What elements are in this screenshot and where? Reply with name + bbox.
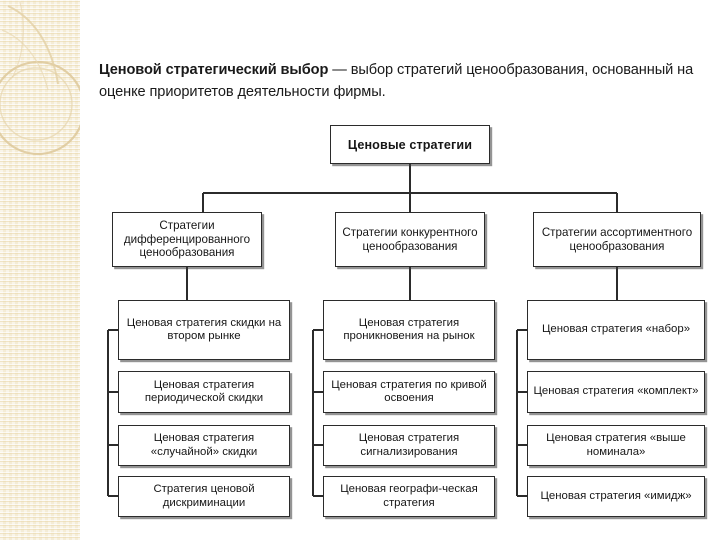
node-leaf-random-discount-label: Ценовая стратегия «случайной» скидки <box>150 432 258 458</box>
intro-lead-term: Ценовой стратегический выбор <box>99 61 329 78</box>
node-root-label: Ценовые стратегии <box>347 137 473 152</box>
node-leaf-signaling[interactable]: Ценовая стратегия сигнализирования <box>323 425 495 466</box>
node-branch-differentiated-label: Стратегии дифференцированного ценообразо… <box>123 219 251 260</box>
node-leaf-learning-curve-label: Ценовая стратегия по кривой освоения <box>331 378 487 404</box>
swirl-ornament-icon <box>0 1 80 156</box>
node-leaf-second-market-discount-label: Ценовая стратегия скидки на втором рынке <box>126 316 282 342</box>
node-leaf-random-discount[interactable]: Ценовая стратегия «случайной» скидки <box>118 425 290 466</box>
node-leaf-above-par[interactable]: Ценовая стратегия «выше номинала» <box>527 425 705 466</box>
node-leaf-set[interactable]: Ценовая стратегия «набор» <box>527 300 705 360</box>
node-leaf-periodic-discount-label: Ценовая стратегия периодической скидки <box>144 378 264 404</box>
node-leaf-learning-curve[interactable]: Ценовая стратегия по кривой освоения <box>323 371 495 413</box>
node-branch-competitive-label: Стратегии конкурентного ценообразования <box>342 225 478 253</box>
node-leaf-geographic-label: Ценовая географи-ческая стратегия <box>340 483 478 509</box>
node-leaf-periodic-discount[interactable]: Ценовая стратегия периодической скидки <box>118 371 290 413</box>
node-leaf-bundle[interactable]: Ценовая стратегия «комплект» <box>527 371 705 413</box>
node-branch-competitive[interactable]: Стратегии конкурентного ценообразования <box>335 212 485 267</box>
node-leaf-bundle-label: Ценовая стратегия «комплект» <box>533 385 699 398</box>
decorative-left-band <box>0 0 80 540</box>
node-branch-assortment-label: Стратегии ассортиментного ценообразовани… <box>541 225 693 253</box>
node-leaf-price-discrimination-label: Стратегия ценовой дискриминации <box>153 483 255 509</box>
node-leaf-image-label: Ценовая стратегия «имидж» <box>540 489 692 502</box>
node-leaf-market-penetration[interactable]: Ценовая стратегия проникновения на рынок <box>323 300 495 360</box>
node-leaf-image[interactable]: Ценовая стратегия «имидж» <box>527 476 705 517</box>
node-leaf-geographic[interactable]: Ценовая географи-ческая стратегия <box>323 476 495 517</box>
intro-definition: — выбор стратегий ценообразования, основ… <box>99 61 694 100</box>
node-leaf-second-market-discount[interactable]: Ценовая стратегия скидки на втором рынке <box>118 300 290 360</box>
node-leaf-market-penetration-label: Ценовая стратегия проникновения на рынок <box>343 316 475 342</box>
node-leaf-signaling-label: Ценовая стратегия сигнализирования <box>358 432 460 458</box>
node-leaf-set-label: Ценовая стратегия «набор» <box>541 323 691 336</box>
node-leaf-price-discrimination[interactable]: Стратегия ценовой дискриминации <box>118 476 290 517</box>
node-branch-assortment[interactable]: Стратегии ассортиментного ценообразовани… <box>533 212 701 267</box>
node-branch-differentiated[interactable]: Стратегии дифференцированного ценообразо… <box>112 212 262 267</box>
node-leaf-above-par-label: Ценовая стратегия «выше номинала» <box>546 432 686 458</box>
intro-paragraph: Ценовой стратегический выбор — выбор стр… <box>99 59 699 103</box>
node-root[interactable]: Ценовые стратегии <box>330 125 490 164</box>
